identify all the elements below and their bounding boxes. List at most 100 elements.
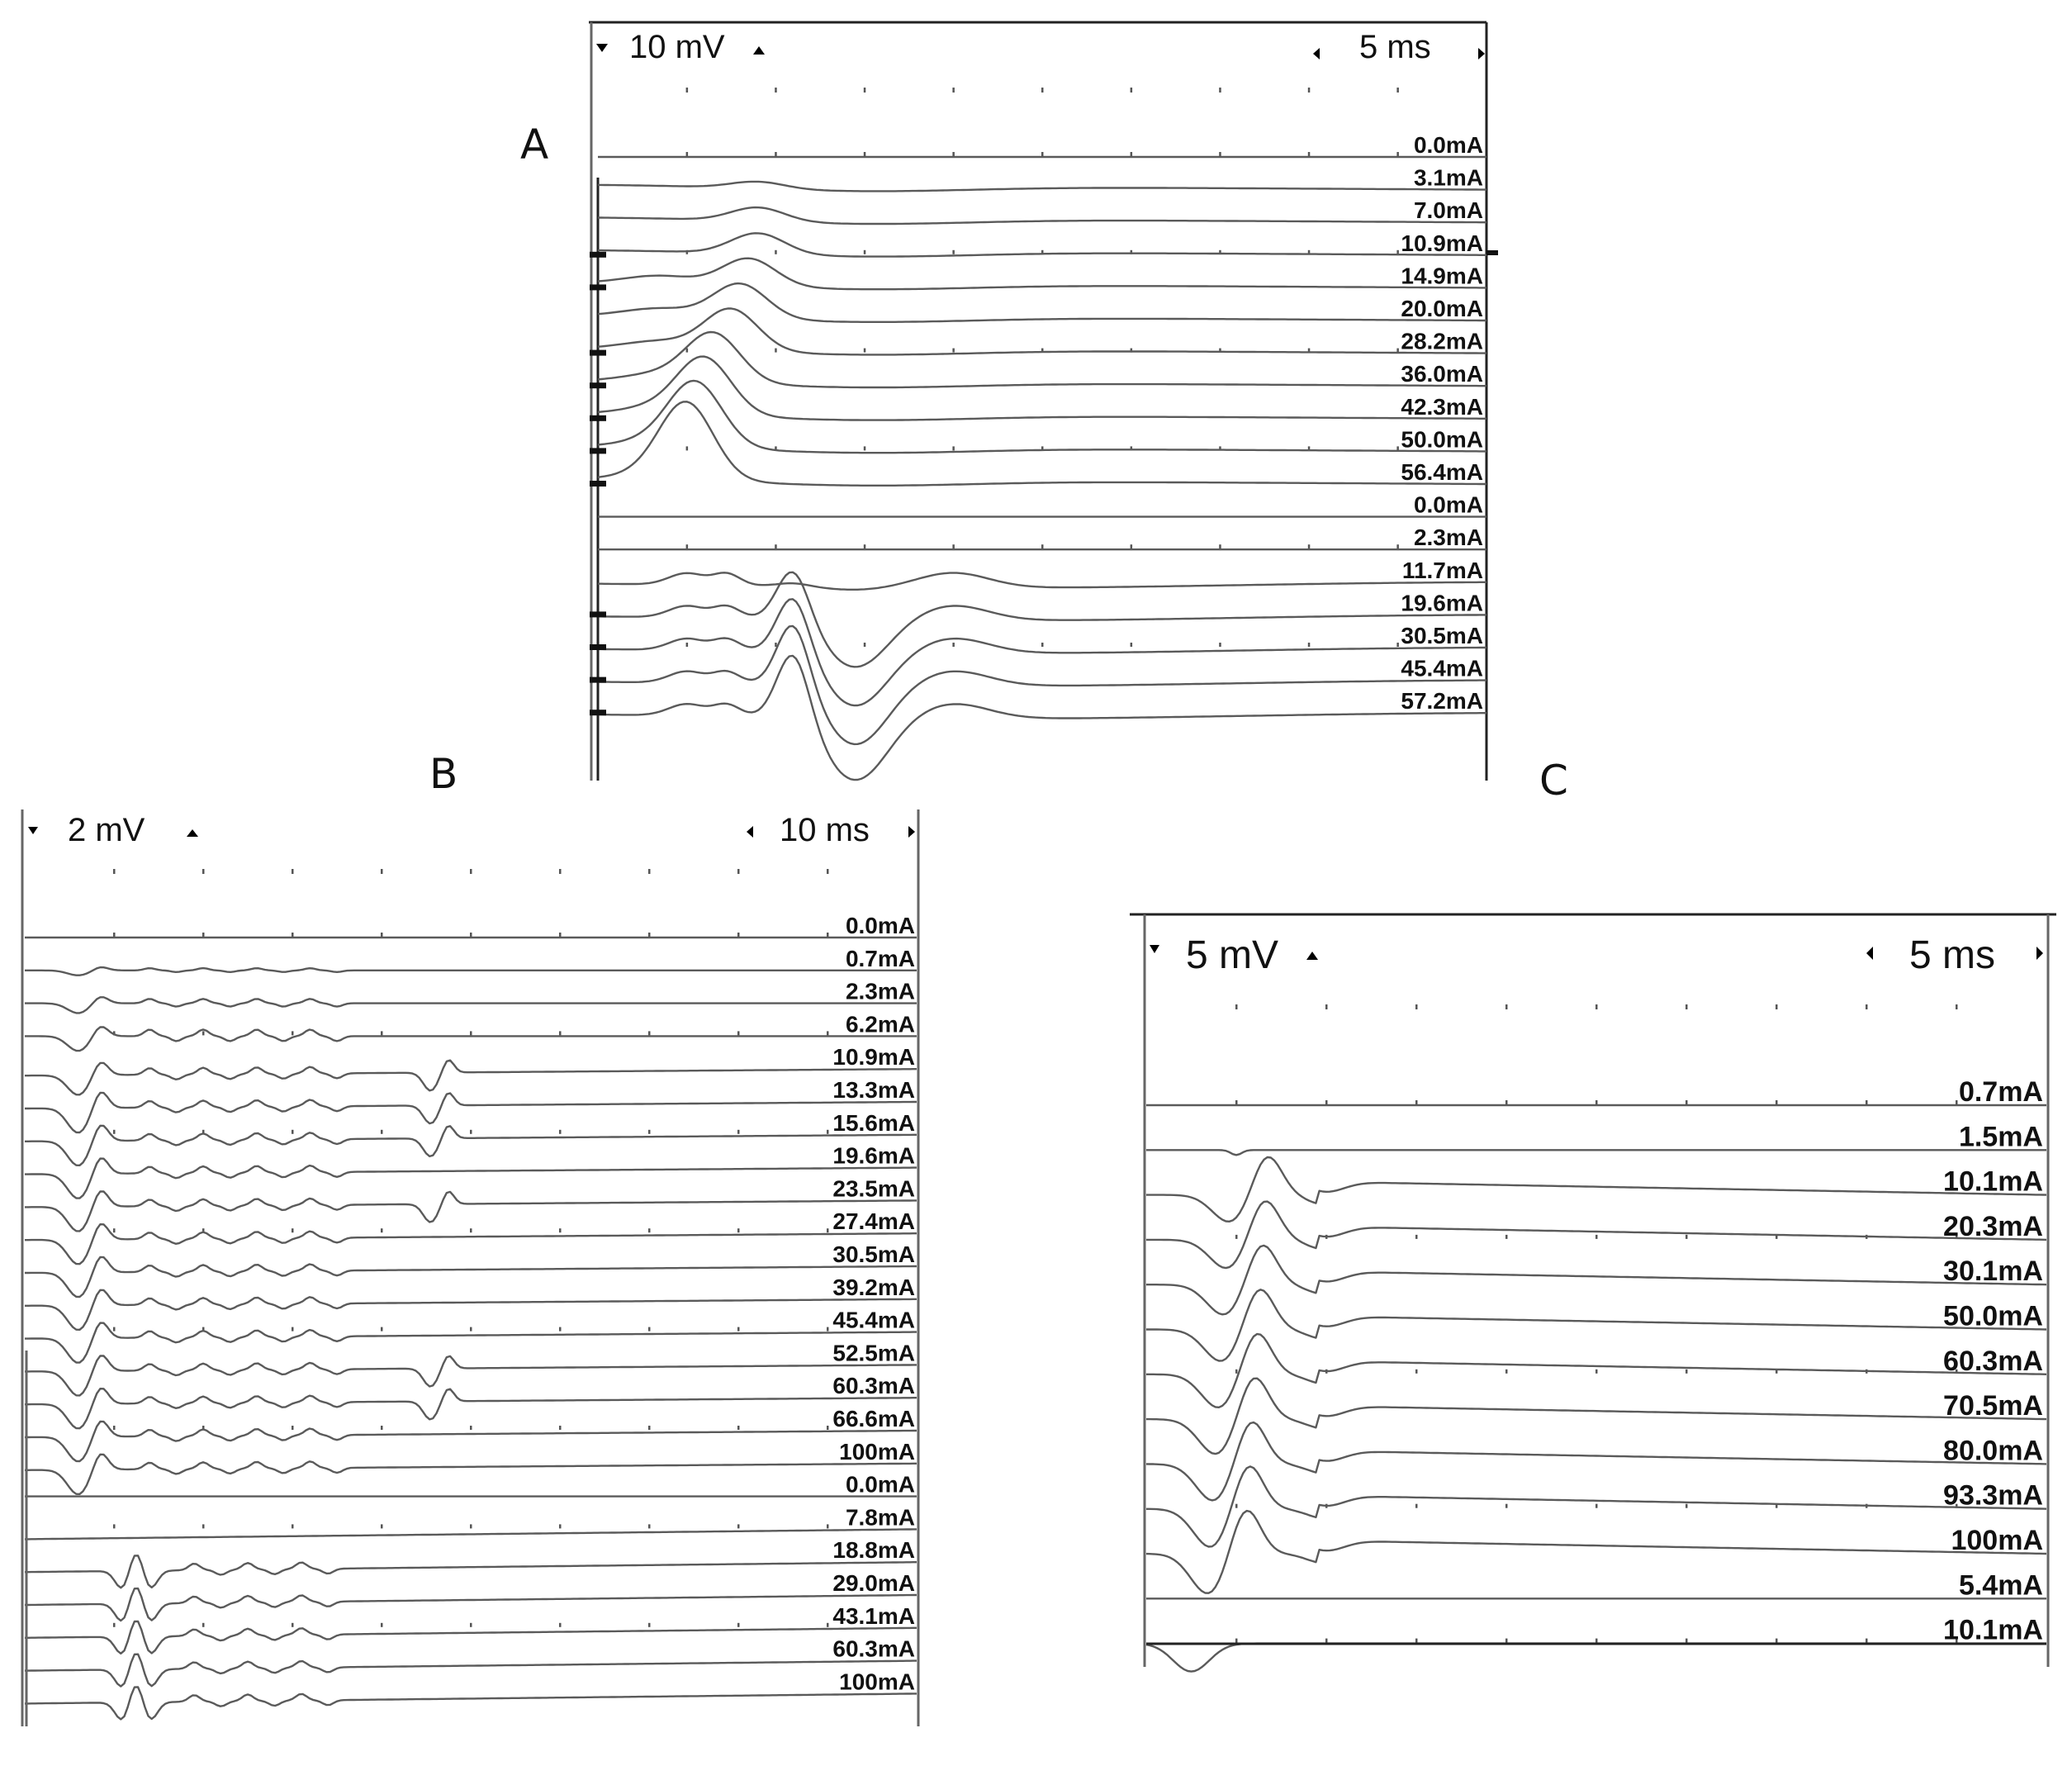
trace-label: 0.7mA	[846, 946, 915, 971]
trace-label: 3.1mA	[1414, 165, 1483, 191]
stimulus-marker	[590, 251, 606, 258]
voltage-scale-label: 10 mV	[629, 29, 725, 65]
trace	[25, 1686, 917, 1721]
trace	[598, 654, 1486, 781]
trace	[598, 180, 1486, 192]
trace-label: 42.3mA	[1401, 394, 1483, 420]
trace	[25, 1157, 917, 1199]
trace	[1146, 1332, 2047, 1408]
trace-label: 19.6mA	[832, 1143, 915, 1169]
trace	[598, 571, 1486, 668]
trace-label: 0.0mA	[1414, 132, 1483, 158]
time-right-arrow-icon[interactable]	[1478, 48, 1485, 59]
scale-down-arrow-icon[interactable]	[1150, 945, 1159, 953]
trace-label: 0.0mA	[1414, 492, 1483, 518]
trace-label: 45.4mA	[832, 1308, 915, 1333]
trace	[25, 1322, 917, 1364]
trace	[1145, 1642, 2046, 1673]
stimulus-marker	[590, 284, 606, 291]
time-scale-label: 10 ms	[780, 812, 870, 848]
trace-label: 60.3mA	[832, 1373, 915, 1398]
trace-label: 43.1mA	[832, 1603, 915, 1629]
trace	[598, 232, 1486, 258]
time-right-arrow-icon[interactable]	[2036, 947, 2043, 960]
trace-label: 20.3mA	[1943, 1211, 2043, 1242]
panel-letter-c: C	[1539, 757, 1568, 805]
trace	[597, 282, 1486, 323]
trace-label: 11.7mA	[1402, 558, 1483, 583]
panel-a-row-labels: 0.0mA3.1mA7.0mA10.9mA14.9mA20.0mA28.2mA3…	[1401, 132, 1483, 714]
panel-letter-b: B	[429, 750, 458, 798]
stimulus-marker	[590, 481, 606, 487]
trace-label: 6.2mA	[846, 1011, 915, 1037]
trace	[25, 1528, 917, 1541]
stimulus-marker	[590, 676, 606, 683]
time-left-arrow-icon[interactable]	[1313, 48, 1320, 59]
time-scale-label: 5 ms	[1909, 933, 1995, 977]
trace	[25, 1388, 917, 1430]
trace	[25, 1059, 917, 1096]
trace	[25, 1453, 917, 1495]
trace-label: 100mA	[839, 1669, 915, 1694]
trace	[25, 966, 917, 976]
trace	[25, 996, 917, 1014]
trace-label: 0.0mA	[846, 913, 915, 938]
trace-label: 66.6mA	[832, 1406, 915, 1431]
scale-down-arrow-icon[interactable]	[28, 827, 38, 834]
trace-label: 0.0mA	[846, 1472, 915, 1498]
stimulus-marker	[590, 415, 606, 421]
scale-up-arrow-icon[interactable]	[187, 829, 198, 837]
trace	[598, 206, 1486, 225]
trace	[1146, 1289, 2047, 1362]
time-right-arrow-icon[interactable]	[908, 826, 915, 838]
trace-label: 50.0mA	[1401, 426, 1483, 452]
scale-down-arrow-icon[interactable]	[596, 44, 608, 52]
trace-label: 50.0mA	[1943, 1301, 2043, 1332]
panel-a-traces	[590, 155, 1486, 781]
trace	[25, 1555, 917, 1589]
trace-label: 30.5mA	[832, 1241, 915, 1267]
trace-label: 56.4mA	[1401, 459, 1483, 485]
trace	[1145, 1509, 2047, 1594]
trace	[1146, 1465, 2047, 1548]
panel-b-grid-ticks	[113, 869, 829, 1627]
time-left-arrow-icon[interactable]	[1866, 947, 1873, 960]
trace	[1146, 1244, 2047, 1316]
trace	[598, 624, 1486, 746]
trace-label: 100mA	[839, 1439, 915, 1465]
trace	[25, 1420, 917, 1463]
trace-label: 60.3mA	[832, 1636, 915, 1662]
stimulus-marker	[590, 448, 606, 454]
stimulus-marker	[590, 611, 606, 618]
time-left-arrow-icon[interactable]	[747, 826, 753, 838]
trace	[25, 1091, 917, 1134]
panel-c-grid-ticks	[1235, 1004, 1958, 1643]
stimulus-marker	[590, 644, 606, 650]
scale-up-arrow-icon[interactable]	[753, 46, 765, 55]
trace-label: 45.4mA	[1401, 656, 1483, 681]
trace-label: 80.0mA	[1943, 1435, 2043, 1466]
trace-label: 30.1mA	[1943, 1256, 2043, 1287]
trace-label: 28.2mA	[1401, 329, 1483, 354]
trace-label: 7.8mA	[846, 1504, 915, 1530]
trace	[1146, 1200, 2047, 1270]
panel-c-frame	[1130, 913, 2056, 1667]
trace-label: 19.6mA	[1401, 590, 1483, 615]
voltage-scale-label: 5 mV	[1186, 933, 1278, 977]
trace-label: 100mA	[1951, 1525, 2043, 1556]
trace	[25, 1124, 917, 1166]
scale-up-arrow-icon[interactable]	[1306, 952, 1318, 960]
trace-label: 13.3mA	[832, 1077, 915, 1103]
trace-label: 10.1mA	[1943, 1166, 2043, 1198]
panel-b-row-labels: 0.0mA0.7mA2.3mA6.2mA10.9mA13.3mA15.6mA19…	[832, 913, 915, 1694]
trace	[597, 355, 1486, 421]
trace-label: 93.3mA	[1943, 1480, 2043, 1512]
trace-label: 57.2mA	[1401, 688, 1483, 714]
trace-label: 39.2mA	[832, 1275, 915, 1300]
trace	[25, 1355, 917, 1397]
trace	[1145, 1421, 2047, 1502]
trace-label: 0.7mA	[1959, 1076, 2043, 1108]
panel-c-header: 5 mV 5 ms	[1150, 933, 2043, 977]
trace	[598, 598, 1486, 707]
